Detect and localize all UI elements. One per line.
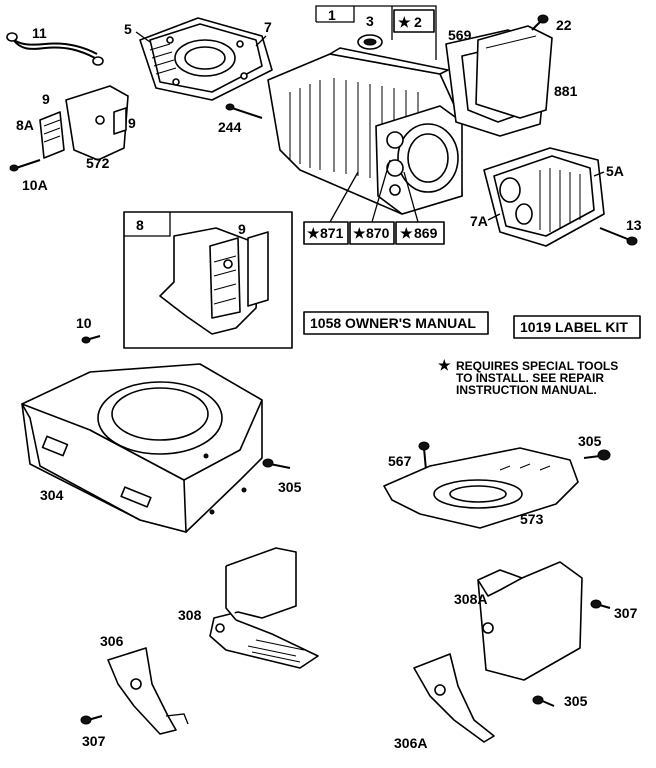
callout-2: 2 [414,14,422,30]
callout-870: 870 [366,225,390,241]
box-2 [393,9,435,33]
callout-573: 573 [520,511,544,527]
part-881-valve-cover [445,25,553,137]
part-3-oil-seal [357,34,383,50]
callout-13: 13 [626,217,642,233]
part-306-guard [107,647,189,735]
callout-22: 22 [556,17,572,33]
part-307-screw-left [80,715,103,725]
part-305-screw-bottom [532,695,555,707]
part-1-cylinder-block [267,5,463,215]
svg-text:INSTRUCTION MANUAL.: INSTRUCTION MANUAL. [456,383,597,397]
callout-307-left: 307 [82,733,106,749]
part-10a-screw [9,159,41,172]
callout-306: 306 [100,633,124,649]
callout-871: 871 [320,225,344,241]
callout-7: 7 [264,19,272,35]
callout-306a: 306A [394,735,427,751]
part-305-screw-right [583,449,611,461]
part-304-blower-housing [21,363,263,533]
svg-text:★: ★ [398,14,411,30]
part-244-screw [225,103,263,119]
callout-9-air-guide: 9 [238,221,246,237]
svg-text:TO INSTALL. SEE REPAIR: TO INSTALL. SEE REPAIR [456,371,604,385]
svg-text:★: ★ [438,357,451,373]
callout-305-baffle: 305 [578,433,602,449]
part-307-screw-right [590,599,611,609]
callout-8a: 8A [16,117,34,133]
callout-569: 569 [448,27,472,43]
callout-881: 881 [554,83,578,99]
callout-10: 10 [76,315,92,331]
svg-text:★: ★ [353,225,366,241]
part-572-breather [39,85,129,161]
part-308a-shroud [477,561,583,681]
part-11-fuel-line [6,32,104,66]
callout-1: 1 [328,7,336,23]
label-kit-box: 1019 LABEL KIT [513,315,641,339]
callout-308: 308 [178,607,202,623]
svg-text:★: ★ [400,225,413,241]
callout-9-breather-top: 9 [42,91,50,107]
part-8-air-guide-box [123,211,293,349]
part-567-bolt [418,441,430,471]
part-5-cylinder-head [139,17,273,101]
part-573-baffle [383,447,579,529]
part-308-shroud [209,547,319,669]
part-13-screw [599,227,638,246]
callout-307-right: 307 [614,605,638,621]
callout-244: 244 [218,119,242,135]
svg-text:1058 OWNER'S MANUAL: 1058 OWNER'S MANUAL [310,315,476,331]
part-305-screw-left [262,458,291,469]
callout-9-breather-right: 9 [128,115,136,131]
callout-305-bottom: 305 [564,693,588,709]
callout-5a: 5A [606,163,624,179]
svg-text:REQUIRES SPECIAL TOOLS: REQUIRES SPECIAL TOOLS [456,359,618,373]
box-869: ★ 869 [395,221,445,245]
part-5a-cylinder-head [483,147,605,247]
part-10-screw [81,335,101,344]
callout-10a: 10A [22,177,48,193]
callout-308a: 308A [454,591,487,607]
callout-3: 3 [366,13,374,29]
callout-567: 567 [388,453,412,469]
callout-8: 8 [136,217,144,233]
callout-869: 869 [414,225,438,241]
callout-304: 304 [40,487,64,503]
special-tools-note: ★ REQUIRES SPECIAL TOOLS TO INSTALL. SEE… [438,357,618,397]
owners-manual-box: 1058 OWNER'S MANUAL [303,311,489,335]
callout-5: 5 [124,21,132,37]
callout-11: 11 [32,25,47,41]
part-306a-guard [413,653,495,743]
svg-text:★: ★ [307,225,320,241]
callout-572: 572 [86,155,110,171]
box-870: ★ 870 [349,221,395,245]
box-871: ★ 871 [303,221,349,245]
part-22-screw [531,14,549,31]
callout-305-housing: 305 [278,479,302,495]
callout-7a: 7A [470,213,488,229]
svg-text:1019 LABEL KIT: 1019 LABEL KIT [520,319,628,335]
